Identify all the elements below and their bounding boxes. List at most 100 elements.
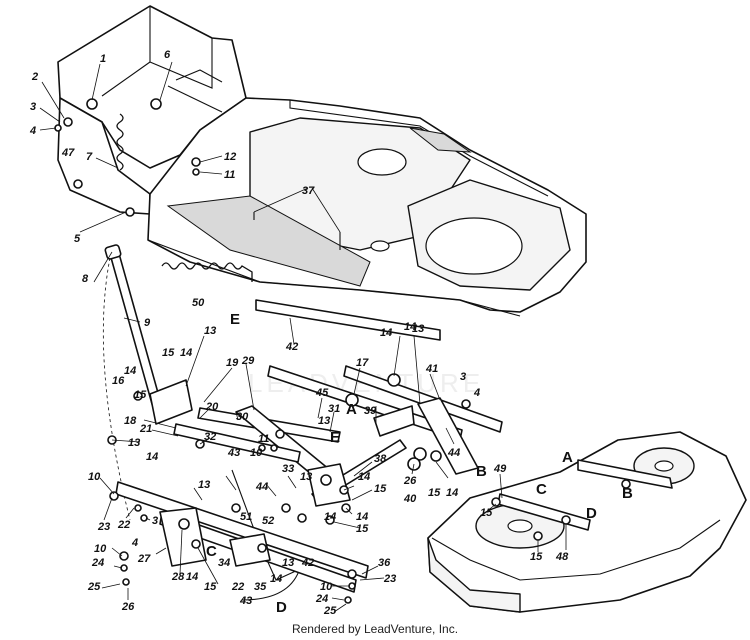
callout: 14: [404, 321, 416, 333]
callout: 10: [320, 581, 333, 593]
callout: 14: [180, 347, 192, 359]
callout: 15: [480, 507, 493, 519]
callout: 2: [31, 71, 38, 83]
callout: 9: [144, 317, 151, 329]
callout: 41: [425, 363, 438, 375]
callout: 34: [218, 557, 230, 569]
callout: 33: [282, 463, 294, 475]
callout: 14: [380, 327, 392, 339]
callout: 24: [91, 557, 104, 569]
callout: 14: [358, 471, 370, 483]
callout: 38: [374, 453, 387, 465]
callout-labels: 1 2 3 4 47 5 6 7 8 9 10 11 12 13 14 15 1…: [29, 49, 569, 617]
callout: 28: [171, 571, 185, 583]
seat-hardware: [54, 98, 341, 250]
ref-letter-b-deck: B: [622, 485, 633, 502]
callout: 14: [270, 573, 282, 585]
callout: 19: [226, 357, 239, 369]
callout: 25: [323, 605, 337, 617]
callout: 13: [204, 325, 216, 337]
callout: 45: [315, 387, 329, 399]
callout: 15: [162, 347, 175, 359]
callout: 10: [88, 471, 101, 483]
callout: 43: [239, 595, 252, 607]
ref-letter-a: A: [346, 401, 357, 418]
callout: 15: [428, 487, 441, 499]
frame-assembly: [57, 5, 587, 317]
callout: 49: [493, 463, 507, 475]
callout: 10: [94, 543, 107, 555]
callout: 51: [240, 511, 252, 523]
leader-lines: [39, 61, 567, 613]
lift-spring: [161, 262, 253, 282]
callout: 42: [285, 341, 298, 353]
callout: 13: [300, 471, 312, 483]
callout: 25: [87, 581, 101, 593]
callout: 14: [446, 487, 458, 499]
callout: 52: [262, 515, 274, 527]
ref-letter-e: E: [230, 311, 240, 328]
ref-letter-c-deck: C: [536, 481, 547, 498]
reference-letters: A A B B C C D D E E: [206, 311, 633, 616]
callout: 3: [30, 101, 36, 113]
callout: 31: [328, 403, 340, 415]
callout: 24: [315, 593, 328, 605]
callout: 13: [318, 415, 330, 427]
callout: 29: [241, 355, 255, 367]
callout: 14: [124, 365, 136, 377]
callout: 30: [236, 411, 249, 423]
callout: 35: [254, 581, 267, 593]
callout: 37: [302, 185, 315, 197]
callout: 13: [128, 437, 140, 449]
callout: 5: [74, 233, 81, 245]
callout: 14: [356, 511, 368, 523]
callout: 27: [137, 553, 151, 565]
callout: 12: [224, 151, 236, 163]
callout: 44: [255, 481, 268, 493]
callout: 23: [383, 573, 396, 585]
callout: 13: [198, 479, 210, 491]
callout: 10: [250, 447, 263, 459]
ref-letter-d: D: [276, 599, 287, 616]
callout: 36: [378, 557, 391, 569]
callout: 15: [374, 483, 387, 495]
ref-letter-d-deck: D: [586, 505, 597, 522]
callout: 15: [134, 389, 147, 401]
callout: 14: [324, 511, 336, 523]
callout: 13: [412, 323, 424, 335]
callout: 22: [117, 519, 130, 531]
callout: 11: [258, 433, 269, 445]
callout: 14: [146, 451, 158, 463]
callout: 43: [227, 447, 240, 459]
callout: 4: [473, 387, 480, 399]
lift-linkage: [107, 299, 503, 604]
callout: 15: [530, 551, 543, 563]
callout: 1: [100, 53, 106, 65]
callout: 13: [282, 557, 294, 569]
callout: 23: [97, 521, 110, 533]
callout: 32: [204, 431, 216, 443]
footer-credit: Rendered by LeadVenture, Inc.: [291, 622, 459, 636]
callout: 16: [112, 375, 125, 387]
callout: 20: [205, 401, 219, 413]
callout: 4: [29, 125, 36, 137]
callout: 50: [192, 297, 205, 309]
callout: 3: [460, 371, 466, 383]
callout: 48: [555, 551, 569, 563]
callout: 14: [186, 571, 198, 583]
callout: 44: [447, 447, 460, 459]
callout: 7: [86, 151, 93, 163]
callout: 39: [364, 405, 377, 417]
ref-letter-a-deck: A: [562, 449, 573, 466]
seat-spring: [116, 113, 124, 171]
callout: 40: [403, 493, 417, 505]
callout: 8: [82, 273, 89, 285]
callout: 22: [231, 581, 244, 593]
callout: 15: [204, 581, 217, 593]
callout: 15: [356, 523, 369, 535]
callout: 6: [164, 49, 171, 61]
callout: 17: [356, 357, 369, 369]
callout: 47: [61, 147, 75, 159]
callout: 3: [152, 515, 158, 527]
